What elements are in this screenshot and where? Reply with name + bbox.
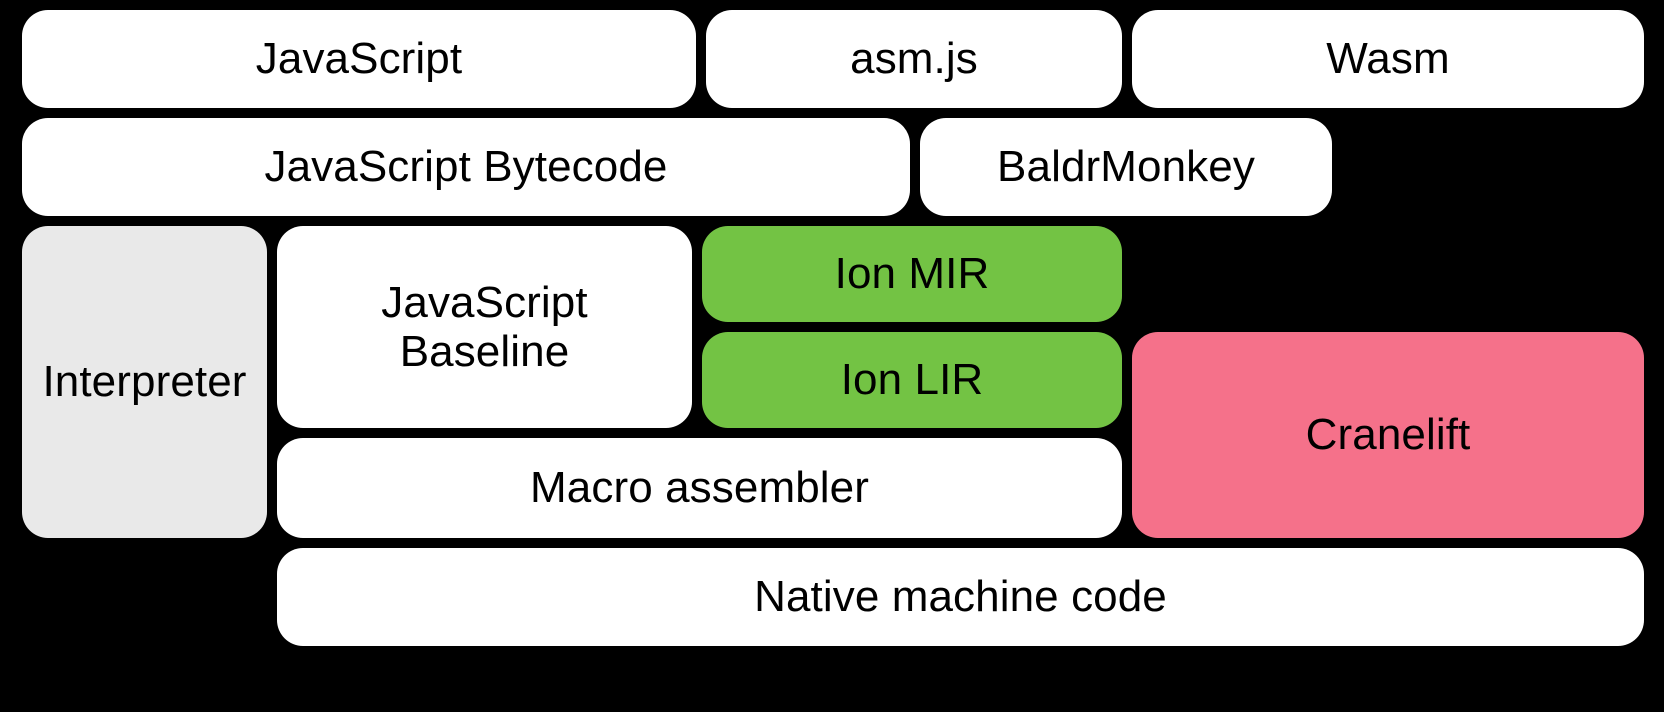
diagram-node-interpreter[interactable]: Interpreter (22, 226, 267, 538)
diagram-node-baldrmonkey[interactable]: BaldrMonkey (920, 118, 1332, 216)
diagram-node-javascript[interactable]: JavaScript (22, 10, 696, 108)
diagram-node-label: JavaScript (255, 34, 463, 84)
diagram-node-javascript-baseline[interactable]: JavaScript Baseline (277, 226, 692, 428)
diagram-node-label: Cranelift (1305, 410, 1471, 460)
diagram-node-macro-assembler[interactable]: Macro assembler (277, 438, 1122, 538)
diagram-node-native-machine-code[interactable]: Native machine code (277, 548, 1644, 646)
diagram-node-javascript-bytecode[interactable]: JavaScript Bytecode (22, 118, 910, 216)
diagram-node-label: Ion MIR (834, 249, 990, 299)
diagram-node-label: Native machine code (754, 572, 1167, 622)
diagram-node-label: Ion LIR (840, 355, 984, 405)
diagram-node-label: BaldrMonkey (997, 142, 1255, 192)
diagram-node-label: Wasm (1326, 34, 1450, 84)
diagram-node-label: Interpreter (42, 357, 247, 407)
diagram-node-label: JavaScript Bytecode (264, 142, 668, 192)
diagram-node-asm-js[interactable]: asm.js (706, 10, 1122, 108)
diagram-node-label: JavaScript Baseline (381, 277, 588, 376)
diagram-node-ion-mir[interactable]: Ion MIR (702, 226, 1122, 322)
diagram-node-ion-lir[interactable]: Ion LIR (702, 332, 1122, 428)
diagram-node-label: Macro assembler (530, 463, 869, 513)
diagram-node-cranelift[interactable]: Cranelift (1132, 332, 1644, 538)
diagram-node-label: asm.js (850, 34, 978, 84)
diagram-node-wasm[interactable]: Wasm (1132, 10, 1644, 108)
